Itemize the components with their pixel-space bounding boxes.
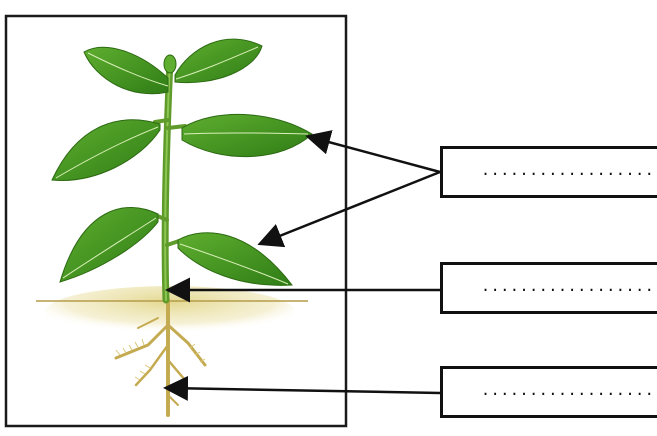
label-blank-leaf: ..................... <box>481 161 657 179</box>
leaf-top-left <box>84 47 168 93</box>
bud <box>164 55 176 73</box>
label-box-stem[interactable]: ..................... <box>440 262 657 314</box>
root-hairs <box>116 339 205 392</box>
label-blank-stem: ..................... <box>481 277 657 295</box>
leaf-low-right <box>178 233 292 286</box>
arrow-to-upper-leaf <box>310 137 440 172</box>
leaf-low-left <box>60 207 158 282</box>
label-blank-root: ..................... <box>481 381 657 399</box>
leaf-mid-left <box>52 120 160 181</box>
label-box-root[interactable]: ..................... <box>440 366 657 418</box>
arrow-to-lower-leaf <box>262 172 440 243</box>
arrow-to-root <box>168 388 440 393</box>
leaf-mid-right <box>182 114 312 156</box>
leaf-top-right <box>175 39 262 82</box>
label-box-leaf[interactable]: ..................... <box>440 146 657 198</box>
